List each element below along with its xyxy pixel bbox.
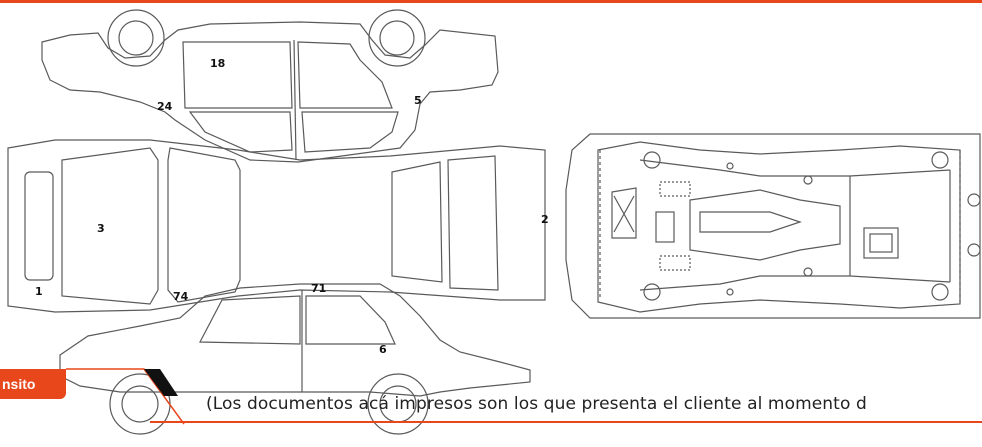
zone-label-3: 3: [97, 222, 105, 235]
zone-label-71: 71: [311, 282, 327, 295]
section-tag-decoration: [66, 368, 185, 425]
zone-label-5: 5: [414, 94, 422, 107]
car-bottom-side-view: [59, 283, 531, 435]
section-tag-label: nsito: [2, 376, 36, 392]
top-accent-line: [0, 0, 982, 3]
car-top-side-view: [41, 9, 499, 163]
zone-label-1: 1: [35, 285, 43, 298]
zone-label-74: 74: [173, 290, 189, 303]
zone-label-24: 24: [157, 100, 173, 113]
documents-note: (Los documentos acá impresos son los que…: [206, 394, 867, 414]
zone-label-6: 6: [379, 343, 387, 356]
section-tag: [0, 369, 66, 399]
car-top-view: [7, 139, 546, 313]
chassis-underbody-view: [565, 133, 981, 319]
zone-label-2: 2: [541, 213, 549, 226]
zone-label-18: 18: [210, 57, 226, 70]
bottom-accent-line: [150, 421, 982, 423]
